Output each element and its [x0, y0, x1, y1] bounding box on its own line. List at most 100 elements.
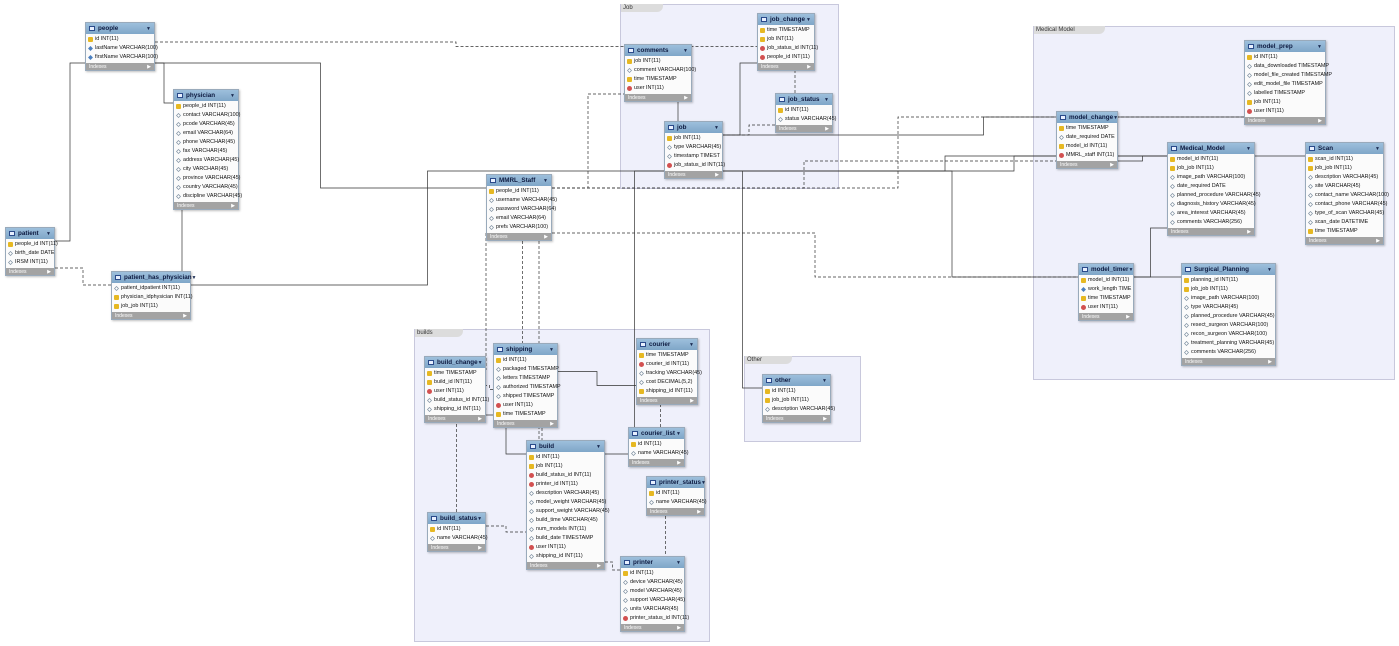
table-patient-has-physician[interactable]: patient_has_physician▼patient_idpatient … — [111, 271, 197, 320]
column-row[interactable]: planning_id INT(11) — [1182, 276, 1275, 285]
indexes-bar[interactable]: Indexes▶ — [1057, 161, 1117, 168]
column-row[interactable]: job INT(11) — [1245, 98, 1325, 107]
collapse-arrow-icon[interactable]: ▼ — [806, 16, 811, 23]
indexes-bar[interactable]: Indexes▶ — [1245, 117, 1325, 124]
collapse-arrow-icon[interactable]: ▼ — [596, 443, 601, 450]
column-row[interactable]: province VARCHAR(45) — [174, 174, 240, 183]
column-row[interactable]: courier_id INT(11) — [637, 360, 697, 369]
table-model-prep[interactable]: model_prep▼id INT(11)data_downloaded TIM… — [1244, 40, 1332, 125]
expand-arrow-icon[interactable]: ▶ — [478, 544, 482, 551]
column-row[interactable]: letters TIMESTAMP — [494, 374, 557, 383]
column-row[interactable]: planned_procedure VARCHAR(45) — [1182, 312, 1275, 321]
collapse-arrow-icon[interactable]: ▼ — [676, 559, 681, 566]
column-row[interactable]: job_job INT(11) — [112, 302, 190, 311]
table-header[interactable]: job▼ — [665, 122, 722, 133]
collapse-arrow-icon[interactable]: ▼ — [676, 430, 681, 437]
column-row[interactable]: resect_surgeon VARCHAR(100) — [1182, 321, 1275, 330]
indexes-bar[interactable]: Indexes▶ — [425, 415, 485, 422]
expand-arrow-icon[interactable]: ▶ — [183, 312, 187, 319]
column-row[interactable]: model_weight VARCHAR(45) — [527, 498, 606, 507]
column-row[interactable]: treatment_planning VARCHAR(45) — [1182, 339, 1275, 348]
column-row[interactable]: support_weight VARCHAR(45) — [527, 507, 610, 516]
column-row[interactable]: user INT(11) — [1079, 303, 1133, 312]
column-row[interactable]: id INT(11) — [494, 356, 557, 365]
column-row[interactable]: id INT(11) — [1245, 53, 1325, 62]
column-row[interactable]: job_job INT(11) — [1182, 285, 1275, 294]
indexes-bar[interactable]: Indexes▶ — [621, 624, 684, 631]
table-header[interactable]: model_timer▼ — [1079, 264, 1133, 275]
column-row[interactable]: cost DECIMAL(5,2) — [637, 378, 697, 387]
column-row[interactable]: timestamp TIMEST — [665, 152, 722, 161]
indexes-bar[interactable]: Indexes▶ — [494, 420, 557, 427]
indexes-bar[interactable]: Indexes▶ — [112, 312, 190, 319]
indexes-bar[interactable]: Indexes▶ — [629, 459, 684, 466]
column-row[interactable]: time TIMESTAMP — [1306, 227, 1383, 236]
column-row[interactable]: id INT(11) — [621, 569, 684, 578]
column-row[interactable]: image_path VARCHAR(100) — [1182, 294, 1275, 303]
table-header[interactable]: model_prep▼ — [1245, 41, 1325, 52]
column-row[interactable]: phone VARCHAR(45) — [174, 138, 238, 147]
column-row[interactable]: user INT(11) — [494, 401, 557, 410]
column-row[interactable]: build_status_id INT(11) — [527, 471, 604, 480]
table-physician[interactable]: physician▼people_id INT(11)contact VARCH… — [173, 89, 242, 210]
table-patient[interactable]: patient▼people_id INT(11)birth_date DATE… — [5, 227, 58, 276]
column-row[interactable]: job_status_id INT(11) — [665, 161, 725, 170]
column-row[interactable]: time TIMESTAMP — [1079, 294, 1133, 303]
collapse-arrow-icon[interactable]: ▼ — [146, 25, 151, 32]
column-row[interactable]: contact_phone VARCHAR(45) — [1306, 200, 1387, 209]
expand-arrow-icon[interactable]: ▶ — [597, 562, 601, 569]
table-header[interactable]: job_change▼ — [758, 14, 814, 25]
indexes-bar[interactable]: Indexes▶ — [1079, 313, 1133, 320]
table-header[interactable]: Medical_Model▼ — [1168, 143, 1254, 154]
table-header[interactable]: patient_has_physician▼ — [112, 272, 197, 283]
column-row[interactable]: description VARCHAR(45) — [763, 405, 835, 414]
column-row[interactable]: people_id INT(11) — [487, 187, 551, 196]
column-row[interactable]: id INT(11) — [763, 387, 830, 396]
column-row[interactable]: password VARCHAR(64) — [487, 205, 556, 214]
table-build[interactable]: build▼id INT(11)job INT(11)build_status_… — [526, 440, 610, 570]
column-row[interactable]: id INT(11) — [647, 489, 704, 498]
collapse-arrow-icon[interactable]: ▼ — [477, 359, 483, 366]
column-row[interactable]: physician_idphysician INT(11) — [112, 293, 193, 302]
column-row[interactable]: job_job INT(11) — [1306, 164, 1383, 173]
expand-arrow-icon[interactable]: ▶ — [697, 508, 701, 515]
column-row[interactable]: user INT(11) — [425, 387, 485, 396]
column-row[interactable]: type VARCHAR(45) — [665, 143, 722, 152]
column-row[interactable]: build_id INT(11) — [425, 378, 485, 387]
collapse-arrow-icon[interactable]: ▼ — [689, 341, 694, 348]
table-header[interactable]: shipping▼ — [494, 344, 557, 355]
column-row[interactable]: status VARCHAR(45) — [776, 115, 836, 124]
collapse-arrow-icon[interactable]: ▼ — [1317, 43, 1322, 50]
indexes-bar[interactable]: Indexes▶ — [763, 415, 830, 422]
collapse-arrow-icon[interactable]: ▼ — [543, 177, 548, 184]
table-header[interactable]: courier_list▼ — [629, 428, 684, 439]
column-row[interactable]: authorized TIMESTAMP — [494, 383, 561, 392]
column-row[interactable]: shipping_id INT(11) — [637, 387, 697, 396]
column-row[interactable]: scan_date DATETIME — [1306, 218, 1383, 227]
column-row[interactable]: job INT(11) — [625, 57, 691, 66]
table-header[interactable]: courier▼ — [637, 339, 697, 350]
table-comments[interactable]: comments▼job INT(11)comment VARCHAR(100)… — [624, 44, 696, 102]
indexes-bar[interactable]: Indexes▶ — [625, 94, 691, 101]
column-row[interactable]: diagnosis_history VARCHAR(45) — [1168, 200, 1256, 209]
table-header[interactable]: Surgical_Planning▼ — [1182, 264, 1275, 275]
column-row[interactable]: shipping_id INT(11) — [527, 552, 604, 561]
column-row[interactable]: num_models INT(11) — [527, 525, 604, 534]
column-row[interactable]: description VARCHAR(45) — [527, 489, 604, 498]
indexes-bar[interactable]: Indexes▶ — [527, 562, 604, 569]
expand-arrow-icon[interactable]: ▶ — [544, 233, 548, 240]
collapse-arrow-icon[interactable]: ▼ — [1375, 145, 1380, 152]
column-row[interactable]: time TIMESTAMP — [625, 75, 691, 84]
column-row[interactable]: edit_model_file TIMESTAMP — [1245, 80, 1325, 89]
collapse-arrow-icon[interactable]: ▼ — [701, 479, 706, 486]
column-row[interactable]: discipline VARCHAR(45) — [174, 192, 242, 201]
table-courier-list[interactable]: courier_list▼id INT(11)name VARCHAR(45)I… — [628, 427, 689, 467]
column-row[interactable]: fax VARCHAR(45) — [174, 147, 238, 156]
table-people[interactable]: people▼id INT(11)lastName VARCHAR(100)fi… — [85, 22, 158, 71]
collapse-arrow-icon[interactable]: ▼ — [549, 346, 554, 353]
column-row[interactable]: user INT(11) — [1245, 107, 1325, 116]
collapse-arrow-icon[interactable]: ▼ — [230, 92, 235, 99]
column-row[interactable]: lastName VARCHAR(100) — [86, 44, 158, 53]
